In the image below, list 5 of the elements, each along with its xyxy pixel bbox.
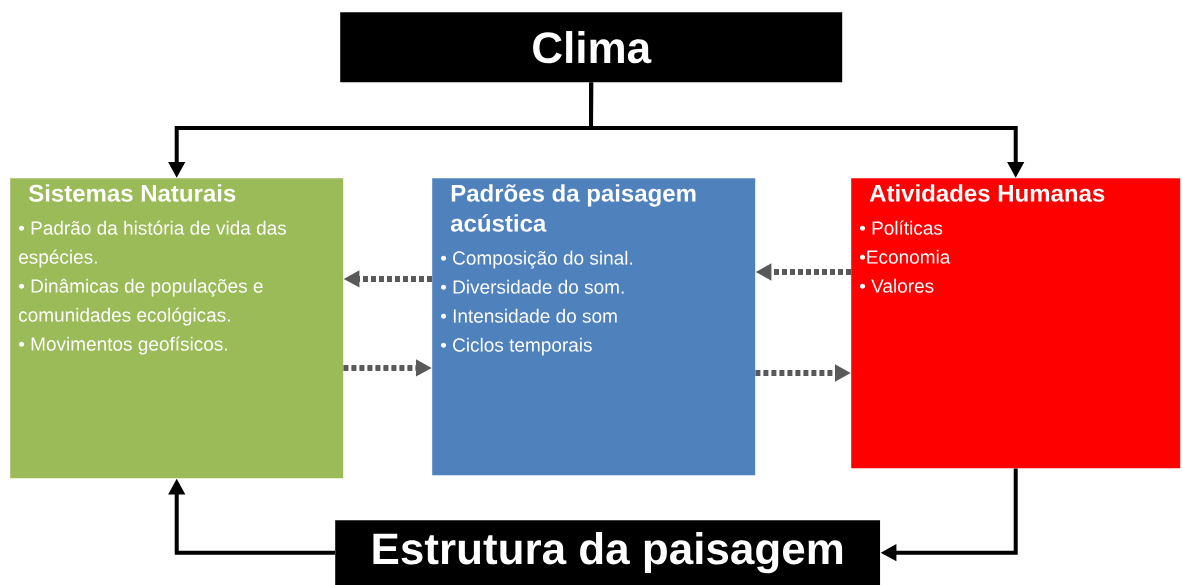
process-box: Atividades Humanas • Políticas •Economia • Valores [851, 178, 1181, 469]
title-box: Estrutura da paisagem [335, 520, 881, 585]
process-box: Sistemas Naturais • Padrão da história de vida das espécies. • Dinâmicas de populações e comunidades ecológicas. • Movimentos geofísicos. [10, 178, 344, 479]
process-box: Padrões da paisagem acústica • Composição do sinal. • Diversidade do som. • Intensidade do som • Ciclos temporais [432, 178, 756, 476]
title-box: Clima [340, 12, 843, 83]
